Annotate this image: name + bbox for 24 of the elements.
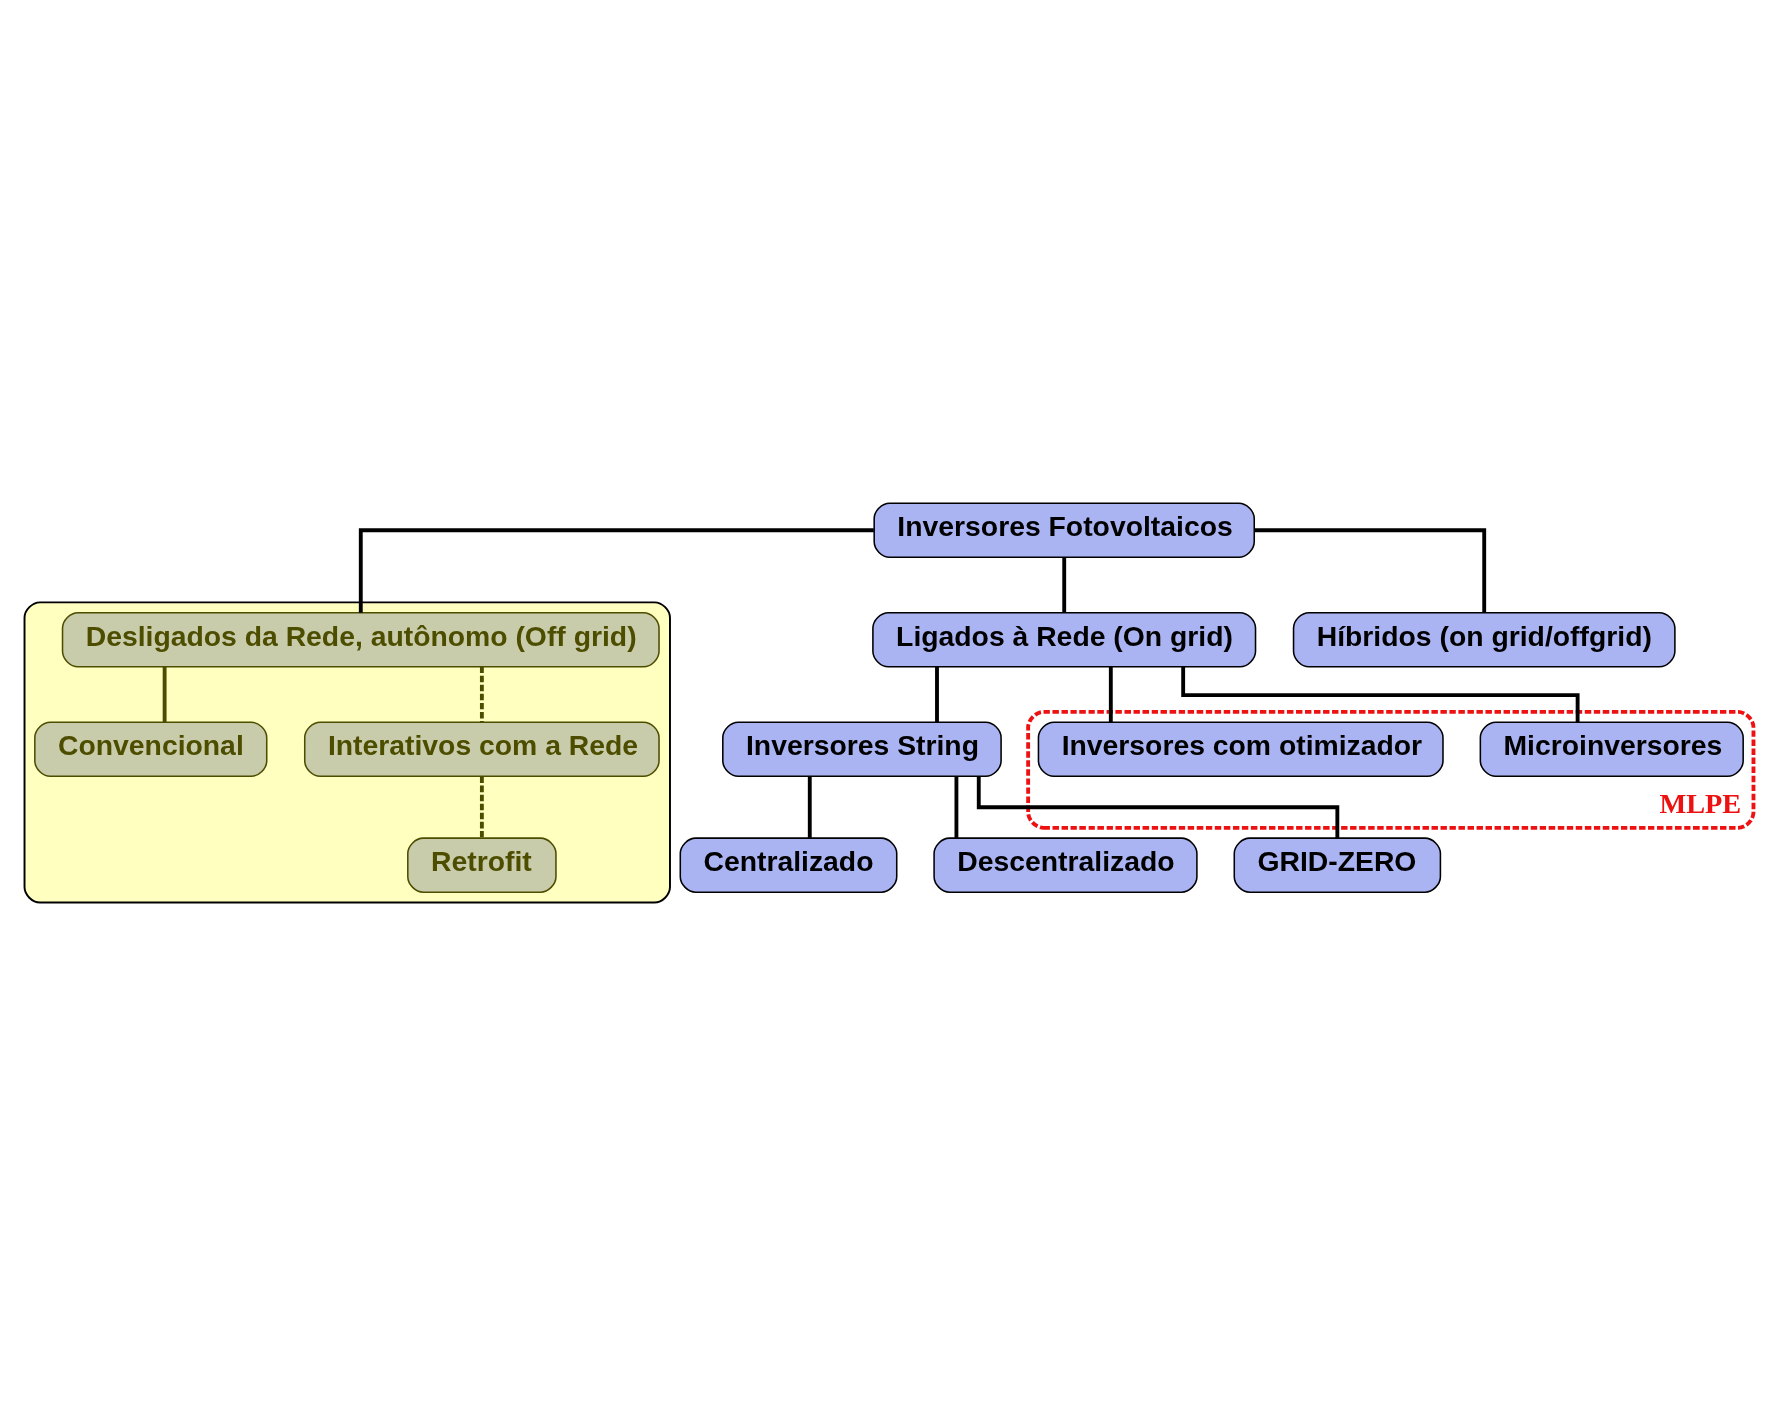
cluster	[23, 600, 671, 903]
node-box: Centralizado	[679, 836, 898, 893]
connector	[479, 666, 484, 722]
node-box: Interativos com a Rede	[303, 720, 660, 777]
node-box: Retrofit	[407, 836, 557, 893]
node-box: Microinversores	[1479, 720, 1744, 777]
node-box: Convencional	[34, 720, 268, 777]
connector	[807, 776, 812, 838]
connector	[1062, 556, 1067, 613]
connector	[479, 776, 484, 838]
connector	[162, 666, 167, 722]
connector	[1108, 666, 1113, 722]
node-box: Descentralizado	[933, 836, 1198, 893]
node-box: Desligados da Rede, autônomo (Off grid)	[61, 611, 660, 668]
connector	[954, 776, 959, 838]
node-box: Inversores Fotovoltaicos	[873, 501, 1256, 558]
node-box: GRID-ZERO	[1233, 836, 1442, 893]
node-box: Inversores String	[722, 720, 1002, 777]
connector	[935, 666, 939, 722]
node-box: Ligados à Rede (On grid)	[872, 611, 1257, 668]
node-box: Inversores com otimizador	[1037, 720, 1444, 777]
node-box: Híbridos (on grid/offgrid)	[1292, 611, 1676, 668]
connector	[358, 527, 874, 613]
connector	[1254, 527, 1487, 613]
